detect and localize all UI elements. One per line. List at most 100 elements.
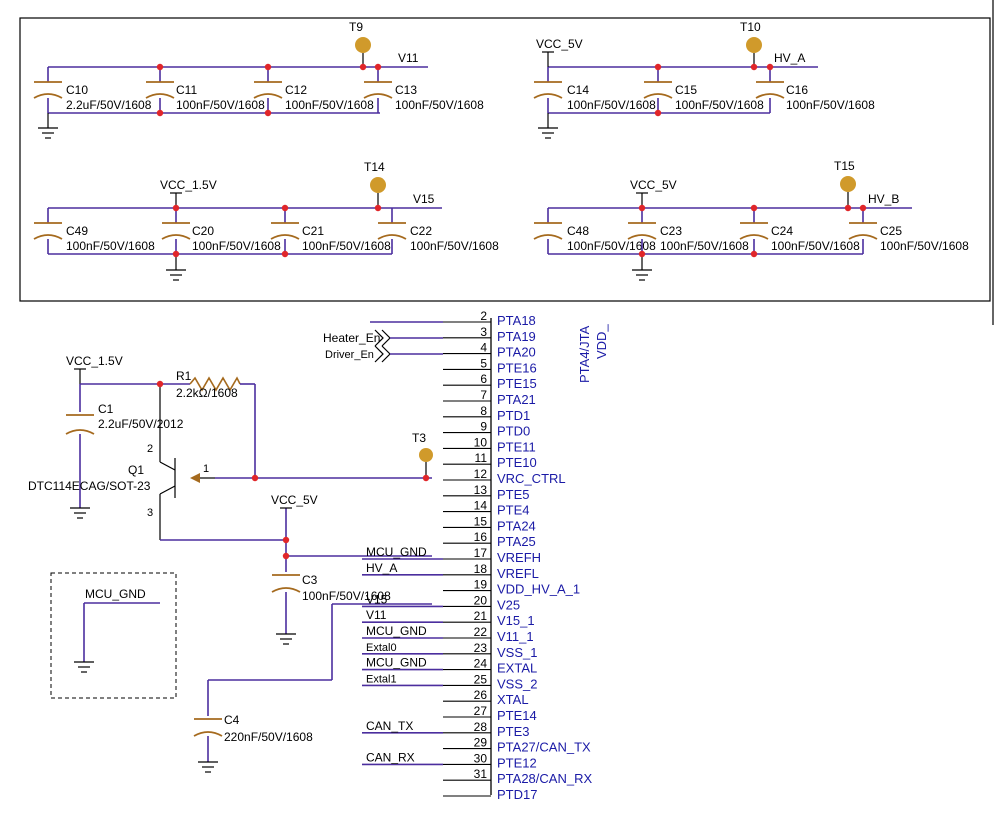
testpoint-label-t3: T3 [412,431,426,445]
junction-dot [859,204,867,212]
junction-dot [750,250,758,258]
capacitor-c25[interactable] [848,208,878,254]
ic-rotated-label-b: VDD_ [594,324,609,359]
ground-symbol [276,633,296,645]
junction-dot [638,250,646,258]
c3-value: 100nF/50V/1608 [302,589,391,603]
junction-dot [251,474,259,482]
capacitor-c49[interactable] [33,208,63,254]
junction-dot [281,250,289,258]
c1-ref: C1 [98,402,114,416]
pin-name: PTA28/CAN_RX [497,771,592,786]
ic-rotated-label-a: PTA4/JTA [577,325,592,383]
pin-number: 5 [480,356,487,370]
pin-name: PTA27/CAN_TX [497,740,591,755]
junction-dot [156,380,164,388]
c1-value: 2.2uF/50V/2012 [98,417,184,431]
port-heater-en: Heater_En [323,329,443,347]
c11-ref: C11 [176,83,197,97]
capacitor-c14[interactable] [533,67,563,113]
pin-number: 7 [480,388,487,402]
testpoint-label-t9: T9 [349,20,363,34]
c4-ref: C4 [224,713,240,727]
decoupling-panel-frame [19,17,991,302]
pin-name: V15_1 [497,613,535,628]
pin-name: EXTAL [497,661,537,676]
testpoint-label-t14: T14 [364,160,385,174]
junction-dot [156,109,164,117]
net-label: HV_A [366,561,397,575]
power-label-vcc-5v: VCC_5V [271,493,318,507]
capacitor-c10[interactable] [33,67,63,113]
ground-symbol [198,761,218,773]
pin-name: PTA25 [497,534,536,549]
pin-name: VSS_1 [497,645,537,660]
pin-name: PTD17 [497,787,537,802]
testpoint-t9[interactable] [355,37,371,53]
pin-number: 19 [474,578,488,592]
pin-name: PTE14 [497,708,537,723]
pin-name: XTAL [497,692,529,707]
junction-dot [374,63,382,71]
pin-name: VRC_CTRL [497,471,566,486]
c48-ref: C48 [567,224,589,238]
capacitor-c48[interactable] [533,208,563,254]
pin-number: 14 [474,499,488,513]
pin-name: PTE15 [497,376,537,391]
group-v11: T9 V11 [38,20,428,139]
junction-dot [422,474,430,482]
pin-name: PTA21 [497,392,536,407]
resistor-r1[interactable] [189,376,241,392]
capacitor-c16[interactable] [755,67,785,113]
pin-number: 21 [474,609,488,623]
pin-name: V11_1 [497,629,534,644]
junction-dot [766,63,774,71]
net-label: Extal1 [366,673,397,685]
pin-name: VDD_HV_A_1 [497,582,580,597]
net-label: MCU_GND [366,624,427,638]
capacitor-c22[interactable] [377,208,407,254]
q1-value: DTC114ECAG/SOT-23 [28,479,151,493]
testpoint-t15[interactable] [840,176,856,192]
q1-pin2: 2 [147,443,153,455]
c22-ref: C22 [410,224,432,238]
transistor-q1[interactable] [159,384,215,540]
pin-number: 13 [474,483,488,497]
r1-ref: R1 [176,369,192,383]
mcu-gnd-tie-box: MCU_GND [50,572,177,699]
pin-number: 3 [480,325,487,339]
q1-pin1: 1 [203,463,209,475]
c20-ref: C20 [192,224,214,238]
pin-name: PTD1 [497,408,530,423]
pin-number: 24 [474,657,488,671]
mcu-gnd-label: MCU_GND [85,587,146,601]
pin-name: V25 [497,597,520,612]
ground-symbol [74,661,94,673]
testpoint-t14[interactable] [370,177,386,193]
pin-number: 23 [474,641,488,655]
pin-number: 31 [474,767,488,781]
pin-number: 10 [474,435,488,449]
power-label-vcc-1-5v: VCC_1.5V [160,178,217,192]
testpoint-t3[interactable] [419,448,433,462]
pin-number: 15 [474,514,488,528]
junction-dot [359,63,367,71]
c15-value: 100nF/50V/1608 [675,98,764,112]
net-label-hv-b: HV_B [868,192,899,206]
testpoint-t10[interactable] [746,37,762,53]
c15-ref: C15 [675,83,697,97]
pin-number: 22 [474,625,488,639]
pin-name: PTE4 [497,503,530,518]
pin-number: 2 [480,309,487,323]
c21-value: 100nF/50V/1608 [302,239,391,253]
net-label: MCU_GND [366,545,427,559]
c16-value: 100nF/50V/1608 [786,98,875,112]
c13-value: 100nF/50V/1608 [395,98,484,112]
port-driver-en: Driver_En [325,345,443,363]
vrc-control-circuit: VCC_1.5V R1 2.2kΩ/1608 C1 2.2uF/50V/2012… [28,354,433,773]
pin-number: 16 [474,530,488,544]
c12-value: 100nF/50V/1608 [285,98,374,112]
capacitor-c20[interactable] [161,208,191,254]
junction-dot [844,204,852,212]
